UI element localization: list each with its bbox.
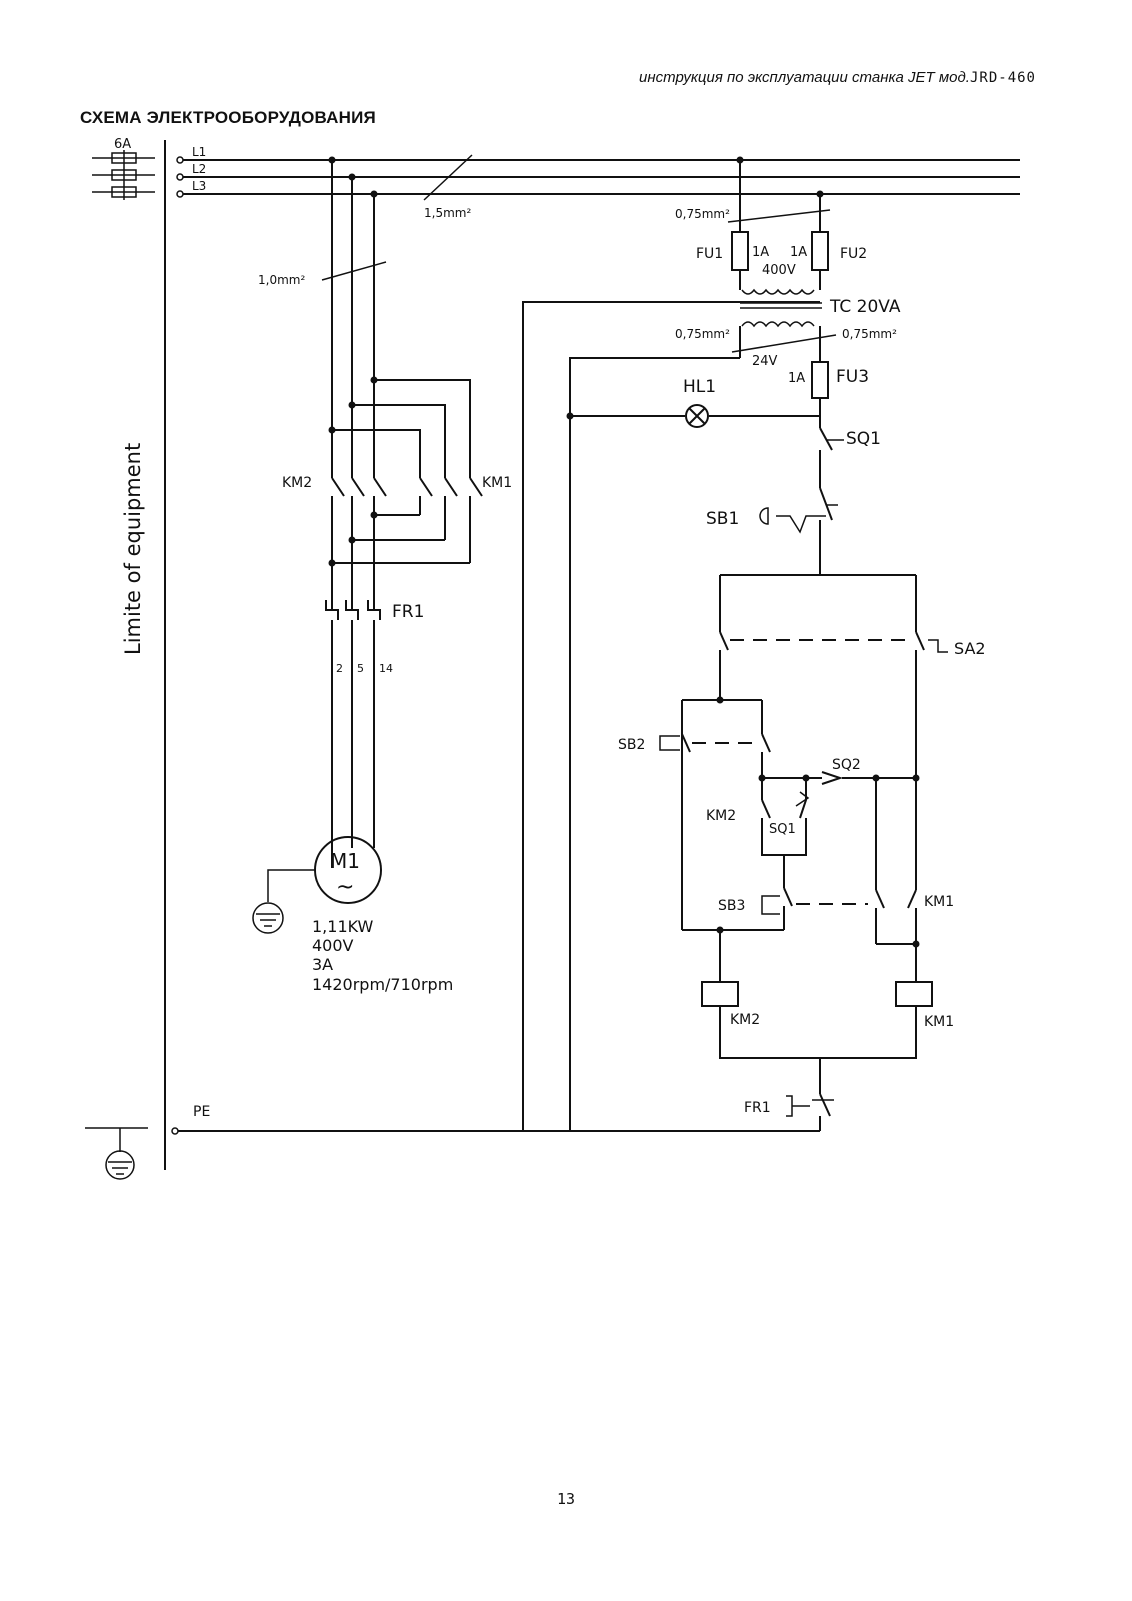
motor-current: 3A bbox=[312, 955, 333, 974]
wire-1-0-label: 1,0mm² bbox=[258, 273, 305, 287]
wire-5-label: 5 bbox=[357, 662, 364, 675]
primary-voltage: 400V bbox=[762, 263, 796, 278]
fuse-fu1 bbox=[731, 231, 749, 271]
fr1-main-label: FR1 bbox=[392, 602, 424, 622]
fuse-fu2 bbox=[811, 231, 829, 271]
sa2-actuator bbox=[928, 639, 948, 653]
pe-ground-icon bbox=[105, 1150, 135, 1180]
pe-line: PE bbox=[85, 1104, 523, 1180]
motor-power: 1,11KW bbox=[312, 917, 374, 936]
fu3-rating: 1A bbox=[788, 371, 805, 386]
motor-speed: 1420rpm/710rpm bbox=[312, 975, 453, 994]
sq1-mid-label: SQ1 bbox=[769, 822, 796, 837]
fu1-rating: 1A bbox=[752, 245, 769, 260]
sb3-pushbutton bbox=[761, 895, 780, 915]
page-header: инструкция по эксплуатации станка JET мо… bbox=[639, 68, 1036, 86]
transformer-primary-coil bbox=[741, 288, 815, 295]
secondary-voltage: 24V bbox=[752, 354, 778, 369]
label-l3: L3 bbox=[192, 179, 206, 193]
sb1-actuator bbox=[776, 515, 826, 534]
sq1-top-label: SQ1 bbox=[846, 429, 881, 449]
page-number: 13 bbox=[556, 1490, 576, 1508]
fuse-fu3 bbox=[811, 361, 829, 399]
motor-power-circuit: 1,0mm² KM2 KM1 FR1 bbox=[252, 156, 512, 994]
sa2-label: SA2 bbox=[954, 639, 986, 658]
sq2-contact bbox=[821, 771, 844, 785]
sq2-label: SQ2 bbox=[832, 757, 861, 773]
km2-coil-label: KM2 bbox=[730, 1012, 760, 1028]
km1-main-label: KM1 bbox=[482, 475, 512, 491]
supply-lines: L1 L2 L3 1,5mm² bbox=[176, 145, 1020, 220]
km2-contact-label: KM2 bbox=[706, 808, 736, 824]
transformer-secondary-coil bbox=[741, 321, 815, 328]
wire-075-right-label: 0,75mm² bbox=[842, 327, 897, 341]
wire-075-top-label: 0,75mm² bbox=[675, 207, 730, 221]
hl1-label: HL1 bbox=[683, 377, 716, 397]
wire-075-left-label: 0,75mm² bbox=[675, 327, 730, 341]
sb1-label: SB1 bbox=[706, 509, 739, 529]
lamp-hl1 bbox=[685, 404, 709, 428]
page-title: СХЕМА ЭЛЕКТРООБОРУДОВАНИЯ bbox=[80, 108, 376, 127]
label-l2: L2 bbox=[192, 162, 206, 176]
sb2-label: SB2 bbox=[618, 737, 645, 753]
label-l1: L1 bbox=[192, 145, 206, 159]
km1-contact-label: KM1 bbox=[924, 894, 954, 910]
coil-km1 bbox=[895, 981, 933, 1007]
motor-voltage: 400V bbox=[312, 936, 354, 955]
fuse-rating-label: 6A bbox=[114, 137, 131, 152]
sq1-mid-actuator bbox=[795, 791, 810, 807]
fr1-thermal-actuator bbox=[786, 1095, 810, 1117]
fu3-label: FU3 bbox=[836, 367, 869, 387]
sb3-label: SB3 bbox=[718, 898, 745, 914]
main-fuses: 6A bbox=[92, 137, 155, 200]
motor-ac-symbol: ~ bbox=[336, 875, 354, 900]
limit-label: Limite of equipment bbox=[121, 443, 145, 655]
wire-1-5-label: 1,5mm² bbox=[424, 206, 471, 220]
control-circuit: 0,75mm² FU1 FU2 1A 1A 400V TC 20VA 0,75m… bbox=[522, 156, 986, 1132]
model-number: JRD-460 bbox=[969, 70, 1036, 86]
fu2-label: FU2 bbox=[840, 246, 867, 262]
transformer-label: TC 20VA bbox=[829, 297, 901, 317]
wire-14-label: 14 bbox=[379, 662, 393, 675]
coil-km2 bbox=[701, 981, 739, 1007]
fr1-bottom-label: FR1 bbox=[744, 1100, 771, 1116]
fu2-rating: 1A bbox=[790, 245, 807, 260]
ground-icon bbox=[252, 902, 284, 934]
km2-main-label: KM2 bbox=[282, 475, 312, 491]
km1-coil-label: KM1 bbox=[924, 1014, 954, 1030]
motor-label: M1 bbox=[330, 849, 360, 873]
mushroom-icon bbox=[759, 507, 769, 525]
sb2-pushbutton bbox=[659, 735, 680, 751]
fu1-label: FU1 bbox=[696, 246, 723, 262]
wire-2-label: 2 bbox=[336, 662, 343, 675]
manual-text: инструкция по эксплуатации станка JET мо… bbox=[639, 69, 970, 86]
pe-label: PE bbox=[193, 1104, 210, 1120]
